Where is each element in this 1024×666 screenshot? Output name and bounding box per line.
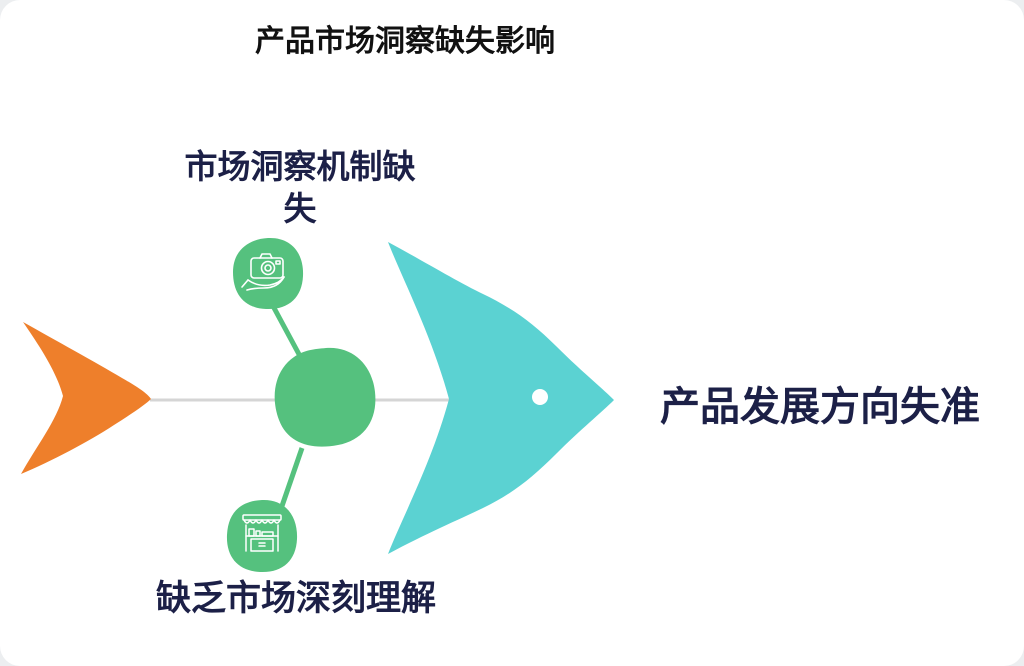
effect-label: 产品发展方向失准	[660, 385, 980, 429]
center-node-blob	[274, 347, 376, 447]
cause-label-top: 市场洞察机制缺失	[184, 148, 416, 227]
page-title: 产品市场洞察缺失影响	[255, 25, 555, 58]
bottom-bone-line	[279, 447, 305, 507]
market-stall-icon	[242, 514, 282, 552]
camera-in-hand-icon	[241, 253, 285, 291]
cause-label-bottom: 缺乏市场深刻理解	[156, 579, 437, 618]
top-cause-circle	[233, 237, 304, 310]
fish-head-shape	[388, 242, 614, 554]
top-bone-line	[270, 304, 304, 360]
fish-eye	[532, 389, 548, 405]
fish-tail-shape	[21, 322, 151, 474]
